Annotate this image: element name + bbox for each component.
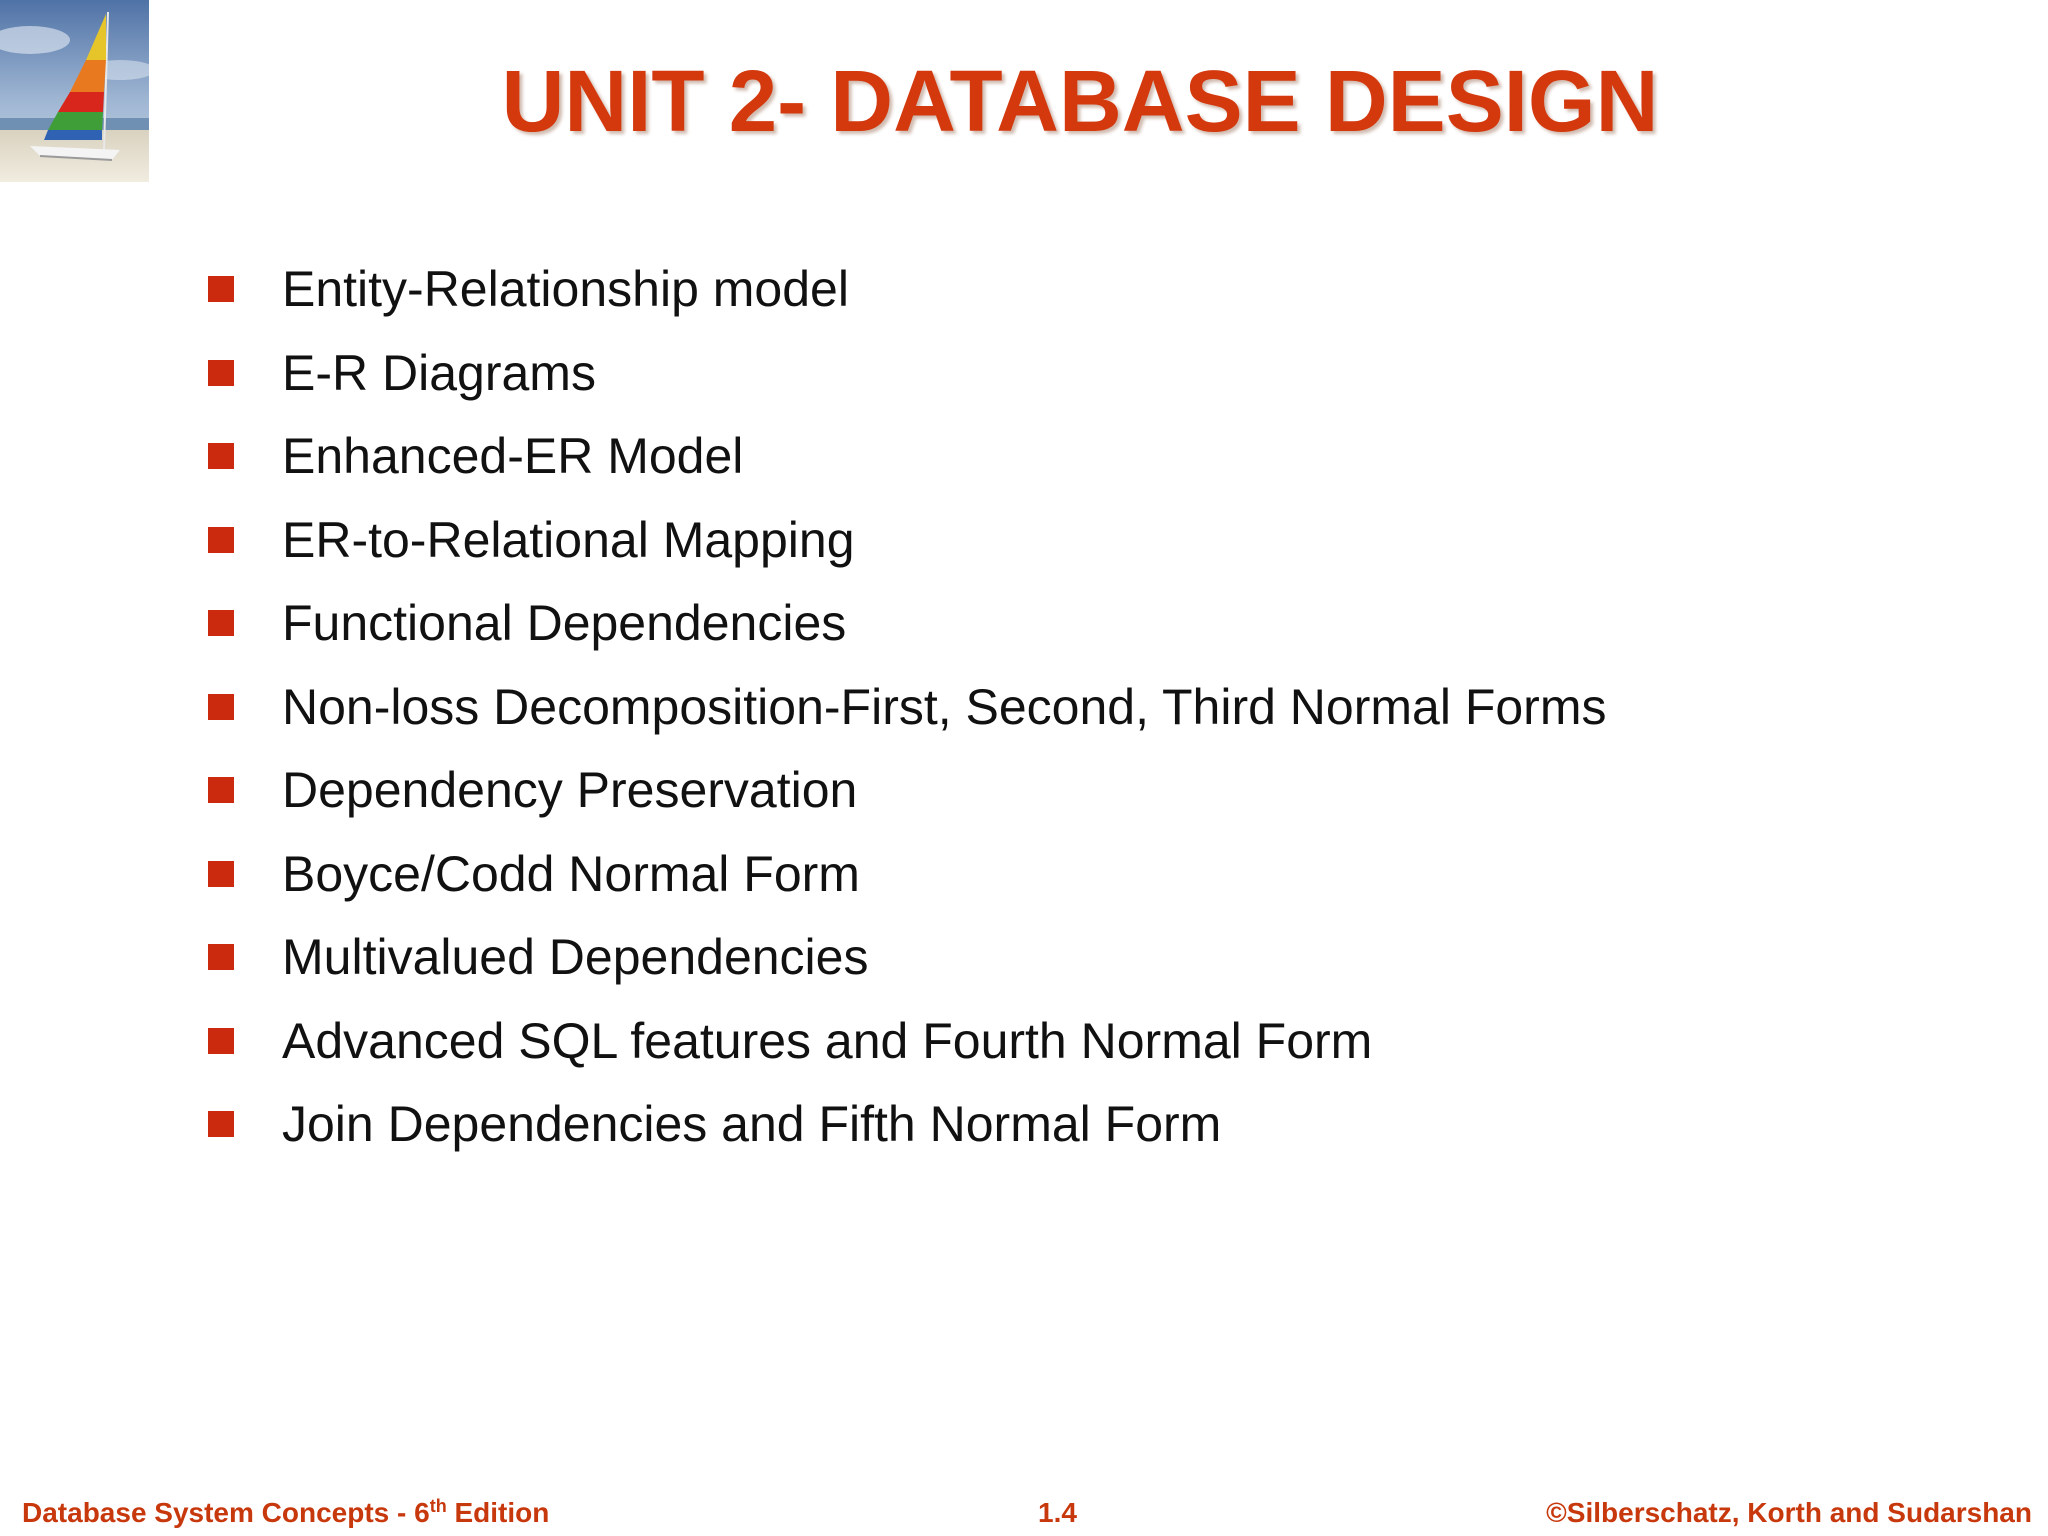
square-bullet-icon	[208, 610, 234, 636]
square-bullet-icon	[208, 693, 234, 720]
footer-book-title-suffix: Edition	[446, 1497, 550, 1528]
square-bullet-icon	[208, 777, 234, 803]
square-bullet-icon	[208, 276, 234, 302]
footer-book-title: Database System Concepts - 6th Edition	[22, 1496, 549, 1530]
list-item-text: Functional Dependencies	[282, 595, 847, 651]
square-bullet-icon	[208, 359, 234, 386]
footer-page-number: 1.4	[1038, 1497, 1077, 1528]
list-item-text: Boyce/Codd Normal Form	[282, 845, 860, 902]
square-bullet-icon	[208, 1111, 234, 1137]
square-bullet-icon	[208, 860, 234, 887]
slide-title: UNIT 2- DATABASE DESIGN	[501, 53, 1659, 150]
footer-edition-superscript: th	[429, 1496, 447, 1516]
list-item-text: Enhanced-ER Model	[282, 428, 744, 484]
list-item-text: Non-loss Decomposition-First, Second, Th…	[282, 678, 1607, 735]
list-item-text: E-R Diagrams	[282, 344, 596, 401]
footer-copyright: ©Silberschatz, Korth and Sudarshan	[1546, 1497, 2032, 1528]
sailboat-logo-icon	[0, 0, 149, 182]
list-item-text: Dependency Preservation	[282, 762, 858, 818]
list-item-text: Entity-Relationship model	[282, 261, 849, 317]
list-item-text: Multivalued Dependencies	[282, 929, 869, 985]
list-item-text: Advanced SQL features and Fourth Normal …	[282, 1012, 1373, 1069]
square-bullet-icon	[208, 1027, 234, 1054]
square-bullet-icon	[208, 443, 234, 469]
square-bullet-icon	[208, 944, 234, 970]
list-item-text: Join Dependencies and Fifth Normal Form	[282, 1096, 1222, 1152]
footer-book-title-prefix: Database System Concepts - 6	[22, 1497, 430, 1528]
list-item-text: ER-to-Relational Mapping	[282, 511, 855, 568]
square-bullet-icon	[208, 526, 234, 553]
